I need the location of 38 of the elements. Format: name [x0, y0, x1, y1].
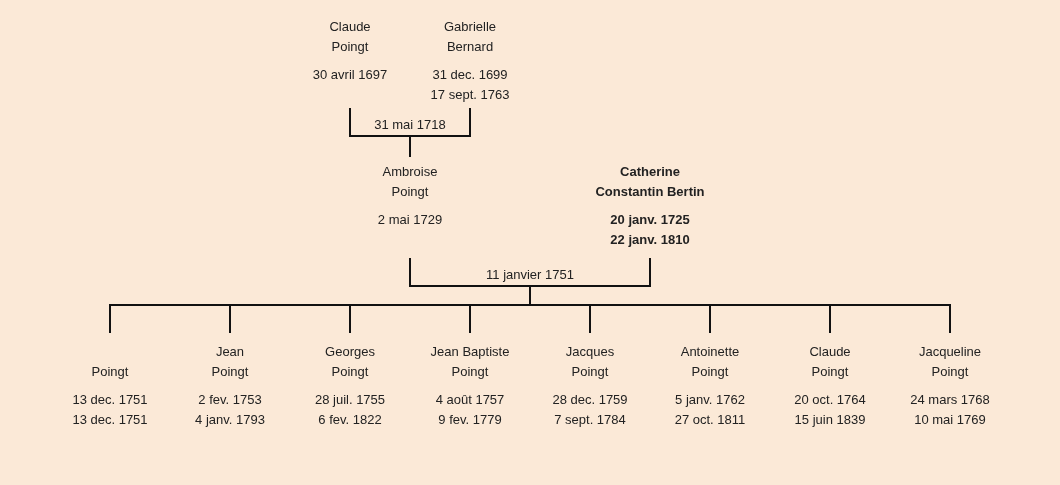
person-name: Jacques Poingt — [564, 343, 616, 381]
life-date: 13 dec. 1751 — [72, 411, 148, 429]
person-name: Ambroise Poingt — [381, 163, 439, 201]
person-name: Gabrielle Bernard — [443, 18, 497, 56]
life-date: 4 août 1757 — [435, 391, 505, 409]
life-date: 5 janv. 1762 — [675, 391, 745, 409]
life-date: 6 fev. 1822 — [318, 411, 382, 429]
life-date: 7 sept. 1784 — [554, 411, 626, 429]
person-name: Jean Baptiste Poingt — [429, 343, 511, 381]
life-date: 15 juin 1839 — [794, 411, 866, 429]
life-date: 10 mai 1769 — [914, 411, 986, 429]
life-date: 2 mai 1729 — [377, 211, 443, 229]
person-name: Antoinette Poingt — [679, 343, 741, 381]
person-name: Catherine Constantin Bertin — [594, 163, 706, 201]
life-date: 28 dec. 1759 — [552, 391, 628, 409]
person-name: Georges Poingt — [324, 343, 376, 381]
life-date: 20 oct. 1764 — [794, 391, 866, 409]
person-name: Poingt — [91, 363, 129, 381]
marriage-date: 31 mai 1718 — [374, 117, 446, 133]
life-date: 27 oct. 1811 — [674, 411, 746, 429]
person-name: Jacqueline Poingt — [917, 343, 983, 381]
life-date: 28 juil. 1755 — [314, 391, 386, 409]
life-date: 13 dec. 1751 — [72, 391, 148, 409]
life-date: 17 sept. 1763 — [430, 86, 510, 104]
marriage-date: 11 janvier 1751 — [486, 267, 574, 283]
life-date: 22 janv. 1810 — [610, 231, 690, 249]
person-name: Claude Poingt — [328, 18, 372, 56]
life-date: 30 avril 1697 — [312, 66, 388, 84]
person-name: Claude Poingt — [808, 343, 852, 381]
life-date: 31 dec. 1699 — [432, 66, 508, 84]
life-date: 4 janv. 1793 — [195, 411, 265, 429]
family-connector — [409, 107, 471, 158]
person-name: Jean Poingt — [210, 343, 250, 381]
life-date: 2 fev. 1753 — [198, 391, 262, 409]
family-connector — [529, 257, 951, 334]
life-date: 9 fev. 1779 — [438, 411, 502, 429]
life-date: 24 mars 1768 — [910, 391, 990, 409]
life-date: 20 janv. 1725 — [610, 211, 690, 229]
